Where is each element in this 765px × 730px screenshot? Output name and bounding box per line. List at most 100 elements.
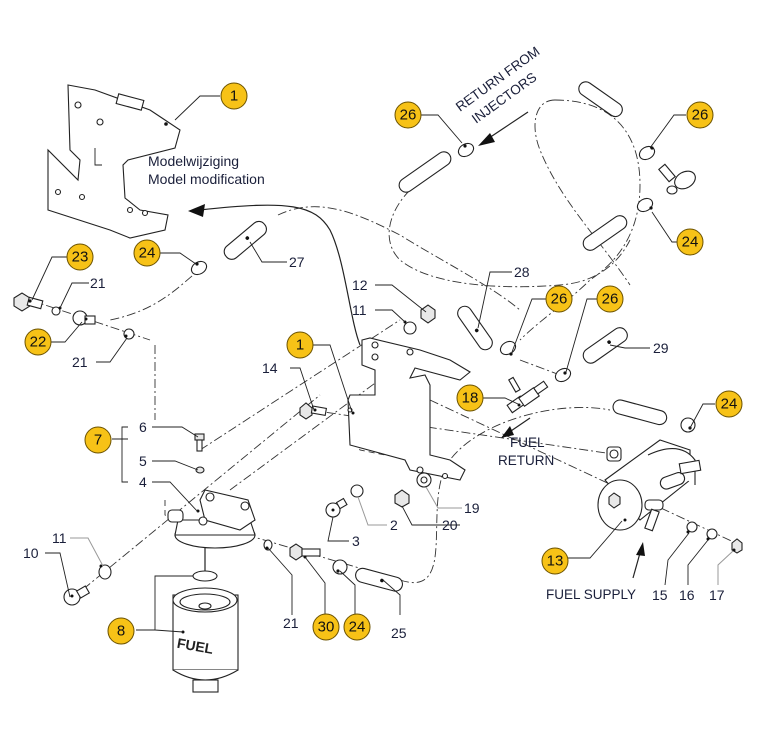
hose-25	[355, 567, 404, 592]
banjo-assembly	[13, 292, 135, 340]
model-change-nl-label: Modelwijziging	[148, 153, 239, 169]
svg-text:22: 22	[30, 334, 47, 351]
hose24-to-22-dash	[109, 264, 206, 321]
callout-21-bottom: 21	[283, 615, 299, 631]
fuel-supply-arrow-icon	[636, 542, 645, 556]
clamp-parts	[190, 142, 696, 575]
filter-head-part	[167, 489, 256, 549]
hose-return-right	[582, 215, 628, 251]
balloon-1-mid: 1	[286, 331, 314, 359]
hose-return-left	[398, 151, 452, 193]
hose-return-top	[578, 81, 623, 118]
balloon-1-top: 1	[220, 82, 248, 110]
svg-text:24: 24	[682, 234, 699, 251]
lift-pump-part	[597, 439, 702, 532]
flow-arrows	[478, 111, 645, 579]
filter-bolt-part	[63, 564, 112, 606]
callout-17: 17	[709, 587, 725, 603]
bracket-fasteners	[299, 304, 436, 420]
svg-text:23: 23	[72, 249, 89, 266]
balloon-24-c: 24	[715, 390, 743, 418]
hose27-dash	[277, 206, 521, 311]
filter-print-text: FUEL	[176, 635, 215, 657]
balloon-26-a: 26	[394, 101, 422, 129]
tee-axis-dash	[519, 359, 561, 376]
callout-14: 14	[262, 360, 278, 376]
hose-29	[582, 327, 628, 364]
part-balloons: 1 26 26 24 23 24 22 26 26 1 18 24 7 13 8…	[24, 82, 743, 645]
lower-fasteners	[325, 472, 432, 518]
pump-axis-dash	[429, 399, 741, 546]
balloon-24-d: 24	[343, 613, 371, 641]
balloon-23: 23	[66, 243, 94, 271]
hose-pump-top	[612, 399, 668, 426]
callout-6: 6	[139, 419, 147, 435]
hose-28	[457, 305, 493, 351]
balloon-13: 13	[541, 547, 569, 575]
svg-text:30: 30	[318, 619, 335, 636]
leader-lines	[31, 95, 734, 633]
callout-10: 10	[23, 545, 39, 561]
pointer-curve	[199, 204, 361, 346]
svg-text:24: 24	[349, 619, 366, 636]
fuel-supply-arrow-shaft	[632, 552, 641, 579]
svg-text:8: 8	[117, 623, 125, 640]
callout-4: 4	[139, 474, 147, 490]
callout-16: 16	[679, 587, 695, 603]
balloon-24-a: 24	[676, 228, 704, 256]
loop-inner-dash	[534, 99, 631, 286]
balloon-22: 22	[24, 328, 52, 356]
hose-parts	[223, 81, 668, 592]
callout-11-top: 11	[352, 302, 367, 318]
bracket-axis-dash-b	[229, 349, 421, 491]
svg-text:26: 26	[551, 291, 568, 308]
callout-27: 27	[289, 254, 305, 270]
fuel-return-label-2: RETURN	[498, 453, 554, 468]
callout-12: 12	[352, 277, 368, 293]
callout-15: 15	[652, 587, 668, 603]
fuel-supply-label: FUEL SUPPLY	[546, 587, 636, 602]
balloon-26-b: 26	[686, 101, 714, 129]
callout-29: 29	[653, 340, 669, 356]
callout-21-mid: 21	[72, 354, 88, 370]
fuel-return-arrow-icon	[501, 426, 514, 438]
svg-text:13: 13	[547, 553, 564, 570]
bleed-screw-part	[194, 433, 205, 474]
hose-routing-lines	[29, 99, 741, 601]
balloon-7: 7	[84, 426, 112, 454]
tee-fitting-part	[506, 376, 549, 414]
return-fitting-part	[658, 163, 696, 195]
svg-text:18: 18	[462, 390, 479, 407]
svg-text:7: 7	[94, 432, 102, 449]
balloon-18: 18	[456, 384, 484, 412]
bracket-axis-dash-a	[199, 319, 401, 451]
svg-text:24: 24	[139, 245, 156, 262]
balloon-26-d: 26	[596, 285, 624, 313]
filter-outlet-parts	[263, 539, 321, 561]
pump-fasteners	[686, 521, 743, 554]
svg-text:1: 1	[230, 88, 238, 105]
callout-21-top: 21	[90, 275, 106, 291]
fuel-filter-part: FUEL	[172, 570, 239, 693]
balloon-26-c: 26	[545, 285, 573, 313]
model-change-en-label: Model modification	[148, 171, 265, 187]
callout-19: 19	[464, 500, 480, 516]
svg-text:24: 24	[721, 396, 738, 413]
callout-5: 5	[139, 453, 147, 469]
svg-text:26: 26	[602, 291, 619, 308]
callout-28: 28	[514, 264, 530, 280]
callout-11-bottom: 11	[52, 530, 67, 546]
callout-25: 25	[391, 625, 407, 641]
svg-text:26: 26	[692, 107, 709, 124]
fuel-return-label-1: FUEL	[510, 435, 545, 450]
callout-numbers: 27 21 21 28 12 11 29 14 6 5 4 19 2 20 3 …	[23, 254, 725, 641]
filter-axis-dash	[69, 394, 321, 601]
callout-2: 2	[390, 517, 398, 533]
top-bracket-part	[47, 84, 181, 239]
pointer-arrow-icon	[188, 204, 205, 217]
hose-27	[223, 220, 267, 260]
return-arrow-shaft	[485, 111, 529, 141]
model-modification-pointer	[188, 204, 361, 346]
return-arrow-icon	[478, 133, 495, 146]
